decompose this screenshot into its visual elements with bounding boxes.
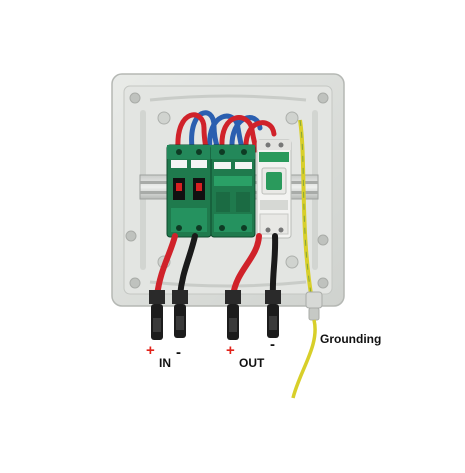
in-minus-label: - <box>176 344 181 361</box>
in-plus-label: + <box>146 342 155 359</box>
connector-in-plus <box>149 290 165 340</box>
connector-out-minus <box>265 290 281 338</box>
ground-wire-external <box>291 319 317 399</box>
mounting-holes <box>125 92 329 289</box>
out-label: OUT <box>239 356 265 370</box>
grounding-label: Grounding <box>320 332 382 346</box>
connector-out-plus <box>225 290 241 340</box>
surge-protector-right <box>210 144 256 238</box>
circuit-breaker <box>256 139 292 239</box>
out-plus-label: + <box>226 342 235 359</box>
ground-gland <box>305 291 323 321</box>
out-minus-label: - <box>270 336 275 353</box>
connector-in-minus <box>172 290 188 338</box>
in-label: IN <box>159 356 171 370</box>
surge-protector-left <box>166 144 212 238</box>
